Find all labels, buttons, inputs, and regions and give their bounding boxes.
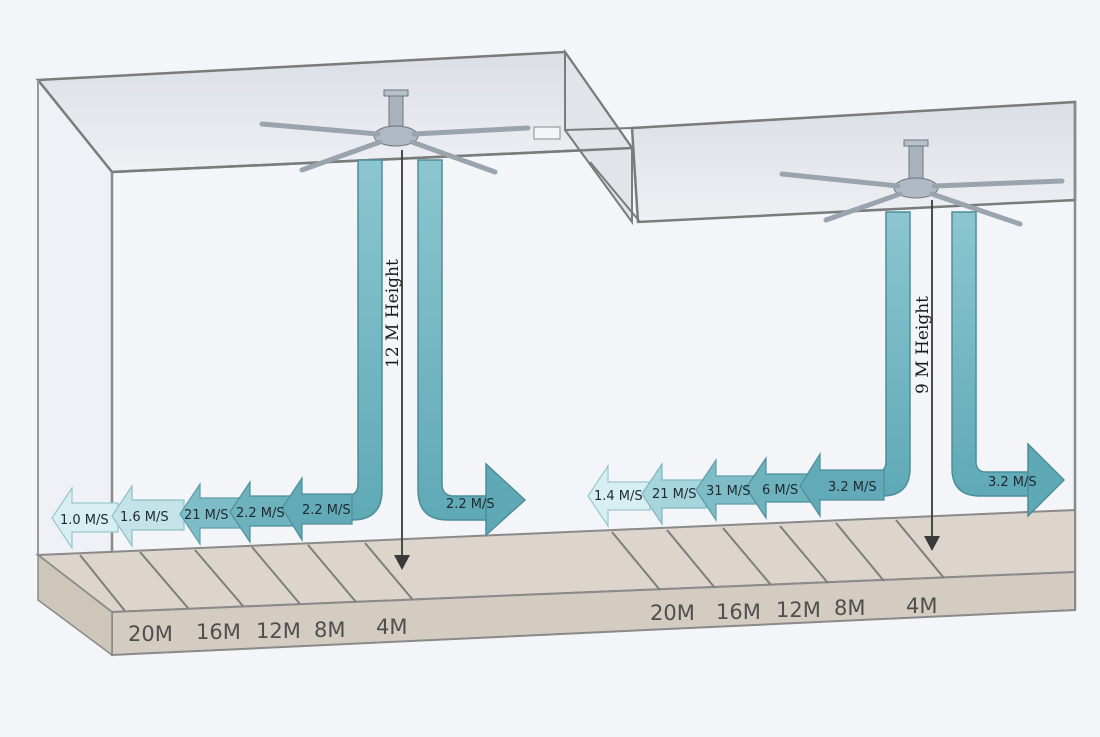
ceiling-fan-2 — [779, 139, 1065, 227]
floor-zone-lines — [79, 519, 945, 612]
fan-1-distance-1: 20M — [128, 622, 173, 646]
fan-2-speed-5: 3.2 M/S — [828, 480, 877, 495]
fan-2-height-label: 9 M Height — [913, 296, 933, 394]
ceiling-step-wall — [564, 48, 633, 226]
airflow-fan-2 — [587, 200, 1066, 551]
fan-1-speed-1: 1.0 M/S — [60, 513, 109, 528]
fan-1-height-label: 12 M Height — [383, 259, 403, 368]
fan-2-speed-right: 3.2 M/S — [988, 475, 1037, 490]
fan-2-distance-3: 12M — [776, 598, 821, 622]
fan-2-downflow-right — [951, 211, 1031, 497]
fan-2-speed-3: 31 M/S — [706, 484, 751, 499]
ceiling-fan-1 — [259, 89, 561, 175]
fan-2-arrow-right — [1027, 442, 1066, 518]
fan-1-mount — [388, 93, 404, 129]
fan-1-speed-3: 21 M/S — [184, 508, 229, 523]
fan-2-distance-5: 4M — [906, 594, 937, 618]
fan-2-speed-1: 1.4 M/S — [594, 489, 643, 504]
fan-2-distance-2: 16M — [716, 600, 761, 624]
floor-side — [37, 553, 113, 657]
fan-2-speed-4: 6 M/S — [762, 483, 798, 498]
fan-1-height-arrowhead — [394, 555, 410, 570]
fan-1-distance-3: 12M — [256, 619, 301, 643]
fan-1-distance-4: 8M — [314, 618, 345, 642]
fan-1-distance-2: 16M — [196, 620, 241, 644]
ceiling-tall — [35, 50, 635, 174]
fan-2-height-arrowhead — [924, 536, 940, 551]
fan-2-mount — [908, 143, 924, 181]
fan-2-distance-4: 8M — [834, 596, 865, 620]
airflow-fan-1 — [51, 150, 527, 570]
fan-1-arrow-right — [485, 462, 527, 537]
fan-2-speed-labels: 1.4 M/S 21 M/S 31 M/S 6 M/S 3.2 M/S 3.2 … — [594, 475, 1037, 504]
fan-2-distance-1: 20M — [650, 601, 695, 625]
fan-2-distance-labels: 20M 16M 12M 8M 4M — [650, 594, 937, 625]
fan-1-speed-5: 2.2 M/S — [302, 503, 351, 518]
ceiling-low — [630, 100, 1077, 224]
fan-2-speed-2: 21 M/S — [652, 487, 697, 502]
fan-1-downflow-left — [299, 159, 383, 521]
fan-1-speed-4: 2.2 M/S — [236, 506, 285, 521]
fan-1-speed-labels: 1.0 M/S 1.6 M/S 21 M/S 2.2 M/S 2.2 M/S 2… — [60, 497, 495, 528]
fan-2-downflow-left — [829, 211, 911, 497]
fan-1-arrow-left-2 — [111, 484, 185, 548]
fan-1-distance-labels: 20M 16M 12M 8M 4M — [128, 615, 407, 646]
fan-1-arrow-left-5 — [281, 476, 353, 543]
height-labels: 12 M Height 9 M Height — [383, 259, 933, 394]
fan-1-speed-right: 2.2 M/S — [446, 497, 495, 512]
fan-1-downflow-right — [417, 159, 491, 521]
fan-2-arrow-left-5 — [799, 451, 885, 518]
fan-1-distance-5: 4M — [376, 615, 407, 639]
fan-1-speed-2: 1.6 M/S — [120, 510, 169, 525]
